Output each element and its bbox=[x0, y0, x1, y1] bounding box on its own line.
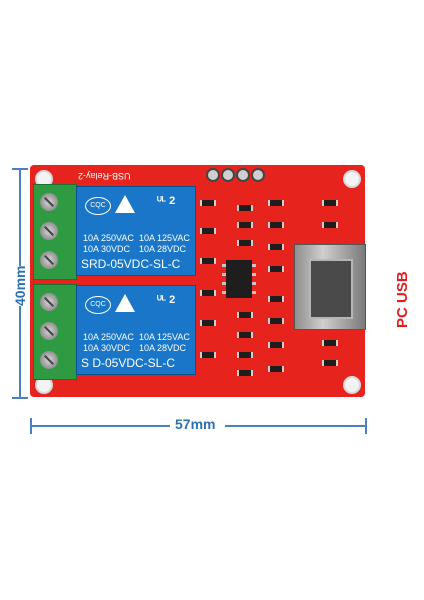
mount-hole-top-right bbox=[343, 170, 361, 188]
ul-logo-icon: ᵁᴸ 2 bbox=[157, 294, 176, 306]
smd-component bbox=[268, 318, 284, 324]
smd-component bbox=[200, 200, 216, 206]
relay-rating: 10A 30VDC bbox=[83, 244, 131, 254]
smd-component bbox=[237, 205, 253, 211]
header-pin-4 bbox=[251, 168, 265, 182]
smd-component bbox=[268, 296, 284, 302]
relay-rating: 10A 30VDC bbox=[83, 343, 131, 353]
width-dimension-line-right bbox=[225, 425, 367, 427]
ul-logo-icon: ᵁᴸ 2 bbox=[157, 195, 176, 207]
relay-model: S D-05VDC-SL-C bbox=[81, 356, 176, 370]
microcontroller-chip bbox=[226, 260, 252, 298]
relay-rating: 10A 28VDC bbox=[139, 244, 187, 254]
relay-rating: 10A 125VAC bbox=[139, 233, 190, 243]
mount-hole-bottom-right bbox=[343, 376, 361, 394]
smd-component bbox=[322, 340, 338, 346]
relay-bottom: CQC ᵁᴸ 2 10A 250VAC 10A 125VAC 10A 30VDC… bbox=[76, 285, 196, 375]
relay-rating: 10A 250VAC bbox=[83, 233, 134, 243]
smd-component bbox=[200, 352, 216, 358]
smd-component bbox=[322, 222, 338, 228]
board-silkscreen-label: USB-Relay-2 bbox=[78, 171, 131, 181]
screw-icon bbox=[40, 193, 58, 211]
chip-pin bbox=[252, 291, 256, 294]
smd-component bbox=[200, 228, 216, 234]
chip-pin bbox=[252, 273, 256, 276]
relay-rating: 10A 28VDC bbox=[139, 343, 187, 353]
smd-component bbox=[200, 258, 216, 264]
screw-icon bbox=[40, 351, 58, 369]
chip-pin bbox=[252, 282, 256, 285]
chip-pin bbox=[222, 291, 226, 294]
screw-icon bbox=[40, 322, 58, 340]
smd-component bbox=[268, 200, 284, 206]
chip-pin bbox=[222, 264, 226, 267]
smd-component bbox=[268, 266, 284, 272]
terminal-block-top bbox=[33, 184, 77, 280]
relay-top: CQC ᵁᴸ 2 10A 250VAC 10A 125VAC 10A 30VDC… bbox=[76, 186, 196, 276]
smd-component bbox=[237, 370, 253, 376]
height-dimension-tick-top bbox=[12, 168, 28, 170]
header-pin-1 bbox=[206, 168, 220, 182]
warning-triangle-icon bbox=[115, 294, 135, 312]
smd-component bbox=[268, 222, 284, 228]
warning-triangle-icon bbox=[115, 195, 135, 213]
screw-icon bbox=[40, 293, 58, 311]
smd-component bbox=[268, 244, 284, 250]
header-pin-2 bbox=[221, 168, 235, 182]
smd-component bbox=[322, 360, 338, 366]
width-dimension-tick-right bbox=[365, 418, 367, 434]
usb-b-connector bbox=[294, 244, 366, 330]
cqc-logo-icon: CQC bbox=[85, 296, 111, 314]
usb-port-opening bbox=[309, 259, 353, 319]
smd-component bbox=[200, 290, 216, 296]
smd-component bbox=[237, 332, 253, 338]
smd-component bbox=[237, 352, 253, 358]
chip-pin bbox=[222, 273, 226, 276]
smd-component bbox=[237, 240, 253, 246]
header-pin-3 bbox=[236, 168, 250, 182]
smd-component bbox=[268, 342, 284, 348]
relay-rating: 10A 125VAC bbox=[139, 332, 190, 342]
relay-model: SRD-05VDC-SL-C bbox=[81, 257, 181, 271]
smd-component bbox=[322, 200, 338, 206]
width-dimension-label: 57mm bbox=[175, 416, 216, 432]
width-dimension-line-left bbox=[30, 425, 170, 427]
width-dimension-tick-left bbox=[30, 418, 32, 434]
height-dimension-label: 40mm bbox=[10, 265, 30, 306]
smd-component bbox=[200, 320, 216, 326]
height-dimension-tick-bottom bbox=[12, 397, 28, 399]
chip-pin bbox=[222, 282, 226, 285]
smd-component bbox=[237, 222, 253, 228]
smd-component bbox=[237, 312, 253, 318]
terminal-block-bottom bbox=[33, 284, 77, 380]
relay-rating: 10A 250VAC bbox=[83, 332, 134, 342]
screw-icon bbox=[40, 251, 58, 269]
pc-usb-label: PC USB bbox=[394, 271, 411, 328]
chip-pin bbox=[252, 264, 256, 267]
cqc-logo-icon: CQC bbox=[85, 197, 111, 215]
screw-icon bbox=[40, 222, 58, 240]
smd-component bbox=[268, 366, 284, 372]
